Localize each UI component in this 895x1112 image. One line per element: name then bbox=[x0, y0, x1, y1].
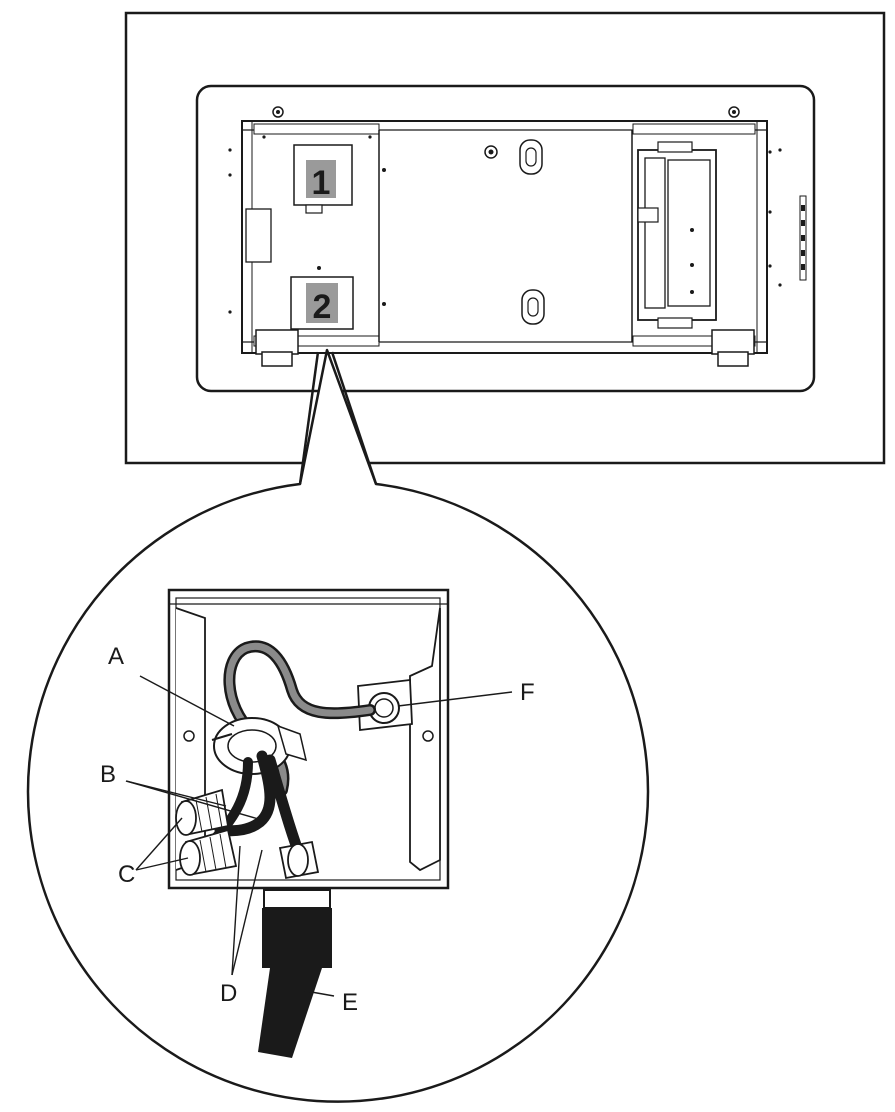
callout-A: A bbox=[108, 643, 124, 670]
callout-C: C bbox=[118, 861, 135, 888]
panel-label-1: 1 bbox=[312, 164, 331, 202]
control-strip bbox=[799, 195, 807, 281]
side-plate bbox=[245, 208, 272, 263]
bottom-bracket-left bbox=[255, 329, 299, 355]
panel-label-2-bg bbox=[306, 283, 338, 323]
unit-rear-view: 1 2 bbox=[124, 11, 886, 465]
wire-nut-lower bbox=[179, 828, 238, 876]
panel-label-2: 2 bbox=[313, 288, 332, 326]
callout-leaders bbox=[125, 675, 513, 997]
bottom-bracket-right bbox=[711, 329, 755, 355]
callout-F: F bbox=[520, 679, 535, 706]
supply-wires bbox=[214, 750, 276, 837]
flange-hole-icon bbox=[183, 730, 195, 742]
callout-D: D bbox=[220, 980, 237, 1007]
panel-label-1-bg bbox=[306, 160, 336, 198]
junction-box-detail bbox=[167, 588, 450, 890]
callout-E: E bbox=[342, 989, 358, 1016]
callout-B: B bbox=[100, 761, 116, 788]
flange-hole-icon bbox=[422, 730, 434, 742]
